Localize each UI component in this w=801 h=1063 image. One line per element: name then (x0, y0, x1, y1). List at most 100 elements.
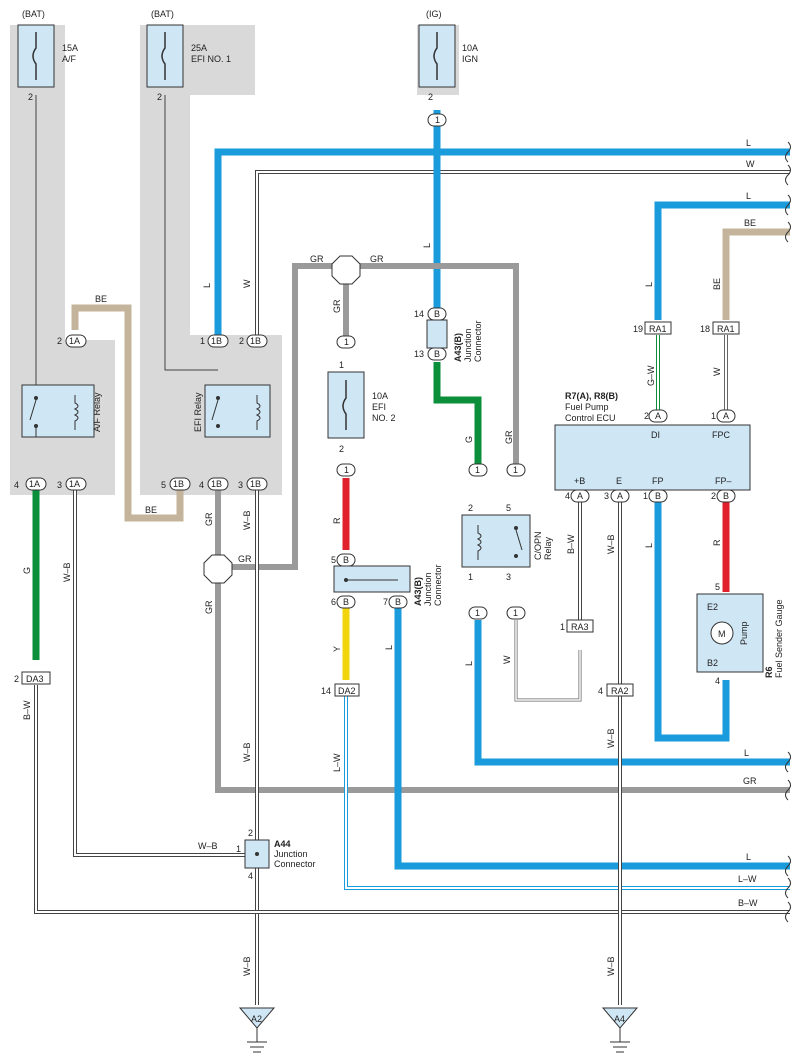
pin-efi-1b-3: 1B (250, 479, 261, 489)
fuse-efi2-name: EFI (372, 402, 386, 412)
source-ig: (IG) (426, 9, 442, 19)
source-bat-2: (BAT) (151, 9, 174, 19)
pin-num-copn-3: 3 (506, 572, 511, 582)
wire-label-be-3: BE (145, 505, 157, 515)
tag-da2: DA2 (338, 686, 356, 696)
wire-label-l-3: L (744, 748, 749, 758)
pin-num-efi-2: 2 (239, 336, 244, 346)
fuse-ign-rating: 10A (462, 43, 478, 53)
pin-ecu-b1: B (655, 491, 661, 501)
pin-num-ecu-1b: 1 (643, 491, 648, 501)
wire-label-wb-v3: W–B (606, 534, 616, 554)
pin-num-a43-13: 13 (414, 349, 424, 359)
pin-efi-1b-4: 1B (211, 479, 222, 489)
wire-label-bw-v2: B–W (22, 700, 32, 720)
wire-label-wb-v5: W–B (606, 728, 616, 748)
fuse-efi2-num: NO. 2 (372, 413, 396, 423)
wire-label-l-2: L (746, 191, 751, 201)
wire-label-r-v2: R (712, 539, 722, 546)
pin-num-af-3: 3 (57, 480, 62, 490)
wire-gr-top (343, 263, 519, 470)
tag-ra2: RA2 (611, 686, 629, 696)
a43-top-label-2: Connector (473, 320, 483, 362)
tag-ra1-left: RA1 (649, 324, 667, 334)
wire-label-l-v3: L (644, 282, 654, 287)
wire-label-l-1: L (746, 138, 751, 148)
fuse-25a-efi1 (146, 24, 184, 88)
fuse-af-name: A/F (62, 54, 77, 64)
ecu-pin-di: DI (651, 430, 660, 440)
pin-af-1a-top: 1A (69, 336, 80, 346)
pin-num-af-2b: 2 (57, 336, 62, 346)
pin-num-da3-2: 2 (14, 674, 19, 684)
wire-label-be-v1: BE (712, 278, 722, 290)
a43-top-junction (426, 319, 448, 349)
pin-num-efi-5: 5 (161, 480, 166, 490)
pin-num-efi-1: 1 (200, 336, 205, 346)
pin-num-ecu-2b: 2 (711, 491, 716, 501)
pin-efi-1b-top-l: 1B (211, 336, 222, 346)
wire-label-gr-v2: GR (504, 430, 514, 444)
fuse-efi2-rating: 10A (372, 391, 388, 401)
wire-label-l-v1: L (202, 283, 212, 288)
wire-label-wb-v2: W–B (242, 510, 252, 530)
pin-num-efi-4: 4 (199, 480, 204, 490)
pin-num-efi-3: 3 (238, 480, 243, 490)
tag-a2: A2 (251, 1014, 262, 1024)
a44-label-2: Connector (274, 859, 316, 869)
motor-label: M (718, 629, 726, 639)
ecu-pin-fp: FP (652, 476, 664, 486)
pin-ecu-a3: A (617, 491, 623, 501)
splice-gr-top (331, 255, 361, 285)
wire-label-gr-4: GR (743, 776, 757, 786)
wire-label-gr-1: GR (310, 254, 324, 264)
pin-copn-1-bot-l: 1 (475, 608, 480, 618)
wire-gr-bottom (215, 490, 790, 793)
wire-label-l-v2: L (422, 243, 432, 248)
pin-ign-1: 1 (435, 115, 440, 125)
pin-num-ra1-19: 19 (633, 324, 643, 334)
pin-efi2-1-top: 1 (344, 337, 349, 347)
pin-a43mid-b5: B (343, 555, 349, 565)
pin-copn-1-bot-r: 1 (513, 608, 518, 618)
tag-ra3: RA3 (571, 622, 589, 632)
pin-num-a43-14: 14 (414, 309, 424, 319)
ecu-pin-fpminus: FP– (715, 476, 732, 486)
wire-label-l-v5: L (464, 661, 474, 666)
ecu-code: R7(A), R8(B) (565, 391, 618, 401)
a44-label-1: Junction (274, 849, 308, 859)
ecu-pin-e: E (616, 476, 622, 486)
pin-num-ra2-4: 4 (598, 686, 603, 696)
fuse-efi1-rating: 25A (191, 43, 207, 53)
copn-relay-label-1: C/OPN (533, 531, 543, 560)
pin-a43-b-13: B (434, 349, 440, 359)
pin-num-gauge-5: 5 (715, 582, 720, 592)
pin-num-a43mid-5: 5 (331, 555, 336, 565)
pin-af-1a-out: 1A (29, 479, 40, 489)
fuse-af-rating: 15A (62, 43, 78, 53)
wire-label-w-v3: W (502, 655, 512, 664)
wire-l-fp (654, 495, 730, 742)
af-relay (21, 384, 95, 438)
wire-label-wb-h: W–B (198, 841, 218, 851)
ecu-pin-plusb: +B (574, 476, 585, 486)
pin-ecu-a2: A (655, 411, 661, 421)
pin-num-af-4: 4 (14, 480, 19, 490)
pin-num-copn-2: 2 (468, 503, 473, 513)
a43-top-code: A43(B) (453, 333, 463, 362)
wire-label-wb-v1: W–B (62, 562, 72, 582)
wire-label-g-v1: G (464, 436, 474, 443)
wire-bw (34, 685, 790, 914)
wire-label-r-v1: R (332, 517, 342, 524)
wire-label-bw-1: B–W (738, 898, 758, 908)
wire-label-y-v1: Y (332, 646, 342, 652)
ground-a2-icon (238, 1007, 276, 1053)
source-bat-1: (BAT) (22, 9, 45, 19)
wire-label-l-v6: L (644, 543, 654, 548)
wire-l-a43 (394, 608, 790, 870)
gauge-pin-b2: B2 (707, 658, 718, 668)
pump-label: Pump (739, 621, 749, 645)
tag-a4: A4 (614, 1014, 625, 1024)
fuse-ign-name: IGN (462, 54, 478, 64)
